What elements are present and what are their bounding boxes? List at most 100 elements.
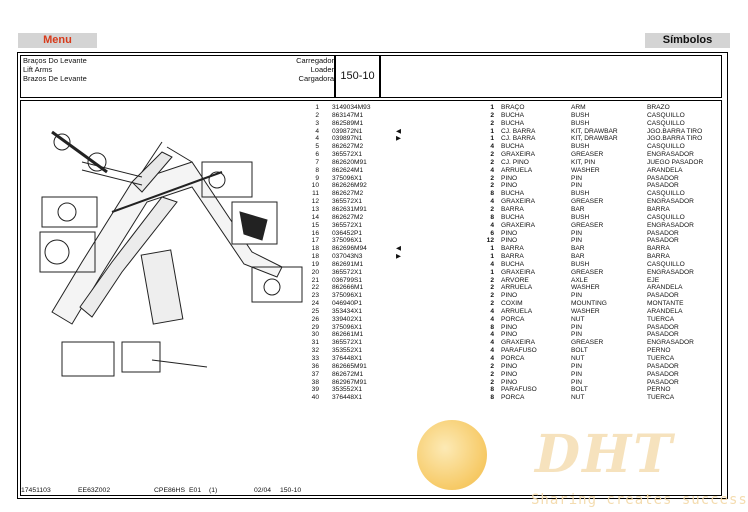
part-part: 365572X1 xyxy=(332,221,363,229)
part-marker xyxy=(396,331,401,339)
part-pt: ARRUELA xyxy=(501,166,533,174)
part-ref: 26 xyxy=(311,315,319,323)
part-qty: 4 xyxy=(490,331,494,339)
part-marker xyxy=(396,292,401,300)
part-ref: 8 xyxy=(315,166,319,174)
part-en: PIN xyxy=(571,292,582,300)
part-part: 862691M1 xyxy=(332,260,364,268)
part-en: GREASER xyxy=(571,151,604,159)
part-pt: PORCA xyxy=(501,394,525,402)
part-marker xyxy=(396,112,401,120)
part-marker xyxy=(396,347,401,355)
part-ref: 18 xyxy=(311,253,319,261)
part-ref: 2 xyxy=(315,111,319,119)
part-es: BARRA xyxy=(647,245,670,253)
part-part: 862589M1 xyxy=(332,119,364,127)
part-en: NUT xyxy=(571,394,585,402)
part-en: BAR xyxy=(571,205,585,213)
part-es: BARRA xyxy=(647,205,670,213)
part-pt: BUCHA xyxy=(501,190,525,198)
watermark-slogan: Sharing creates success xyxy=(531,492,748,508)
title-pt: Braços Do Levante xyxy=(23,56,87,65)
menu-button[interactable]: Menu xyxy=(18,33,97,48)
part-qty: 4 xyxy=(490,198,494,206)
part-es: ENGRASADOR xyxy=(647,221,694,229)
part-ref: 4 xyxy=(315,127,319,135)
part-pt: PINO xyxy=(501,378,518,386)
part-part: 375096X1 xyxy=(332,292,363,300)
part-qty: 4 xyxy=(490,347,494,355)
part-marker xyxy=(396,230,401,238)
footer-code: EE63Z002 xyxy=(78,487,111,494)
part-en: BUSH xyxy=(571,260,590,268)
part-es: TUERCA xyxy=(647,315,675,323)
part-marker xyxy=(396,182,401,190)
part-pt: GRAXEIRA xyxy=(501,268,536,276)
part-qty: 2 xyxy=(490,378,494,386)
part-pt: PINO xyxy=(501,182,518,190)
part-part: 862631M91 xyxy=(332,205,367,213)
part-qty: 1 xyxy=(490,135,494,143)
part-qty: 1 xyxy=(490,245,494,253)
part-qty: 2 xyxy=(490,182,494,190)
part-en: PIN xyxy=(571,362,582,370)
part-pt: BUCHA xyxy=(501,143,525,151)
part-es: JGO.BARRA TIRO xyxy=(647,135,703,143)
part-marker xyxy=(396,308,401,316)
part-pt: PINO xyxy=(501,362,518,370)
part-qty: 4 xyxy=(490,355,494,362)
part-marker xyxy=(396,339,401,347)
footer-model: CPE86HS xyxy=(154,487,185,494)
part-es: JUEGO PASADOR xyxy=(647,158,704,166)
part-part: 862624M1 xyxy=(332,166,364,174)
part-es: PASADOR xyxy=(647,331,679,339)
part-qty: 2 xyxy=(490,370,494,378)
part-part: 365572X1 xyxy=(332,151,363,159)
part-ref: 36 xyxy=(311,362,319,370)
part-marker xyxy=(396,379,401,387)
part-es: CASQUILLO xyxy=(647,260,685,268)
part-marker xyxy=(396,120,401,128)
part-ref: 24 xyxy=(311,300,319,308)
part-ref: 13 xyxy=(311,205,319,213)
part-pt: BUCHA xyxy=(501,119,525,127)
part-marker xyxy=(396,324,401,332)
part-pt: CJ. PINO xyxy=(501,158,529,166)
part-pt: PINO xyxy=(501,331,518,339)
part-marker xyxy=(396,222,401,230)
symbols-button[interactable]: Símbolos xyxy=(645,33,730,48)
part-marker xyxy=(396,104,401,112)
part-marker xyxy=(396,371,401,379)
part-qty: 2 xyxy=(490,284,494,292)
part-en: BAR xyxy=(571,245,585,253)
part-part: 365572X1 xyxy=(332,339,363,347)
part-part: 862626M92 xyxy=(332,182,367,190)
part-es: PASADOR xyxy=(647,174,679,182)
part-es: ARANDELA xyxy=(647,307,683,315)
part-part: 353552X1 xyxy=(332,386,363,394)
part-ref: 16 xyxy=(311,229,319,237)
part-part: 039897N1 xyxy=(332,135,363,143)
part-marker xyxy=(396,269,401,277)
part-es: PASADOR xyxy=(647,292,679,300)
part-ref: 10 xyxy=(311,182,319,190)
part-pt: BUCHA xyxy=(501,111,525,119)
part-marker xyxy=(396,175,401,183)
part-en: NUT xyxy=(571,355,585,362)
part-ref: 23 xyxy=(311,292,319,300)
part-pt: PINO xyxy=(501,292,518,300)
part-ref: 18 xyxy=(311,245,319,253)
part-qty: 8 xyxy=(490,394,494,402)
part-qty: 1 xyxy=(490,104,494,111)
part-marker xyxy=(396,386,401,394)
part-es: TUERCA xyxy=(647,394,675,402)
part-es: TUERCA xyxy=(647,355,675,362)
part-marker xyxy=(396,198,401,206)
part-ref: 25 xyxy=(311,307,319,315)
footer-count: (1) xyxy=(209,487,218,494)
part-en: PIN xyxy=(571,229,582,237)
part-part: 375096X1 xyxy=(332,174,363,182)
